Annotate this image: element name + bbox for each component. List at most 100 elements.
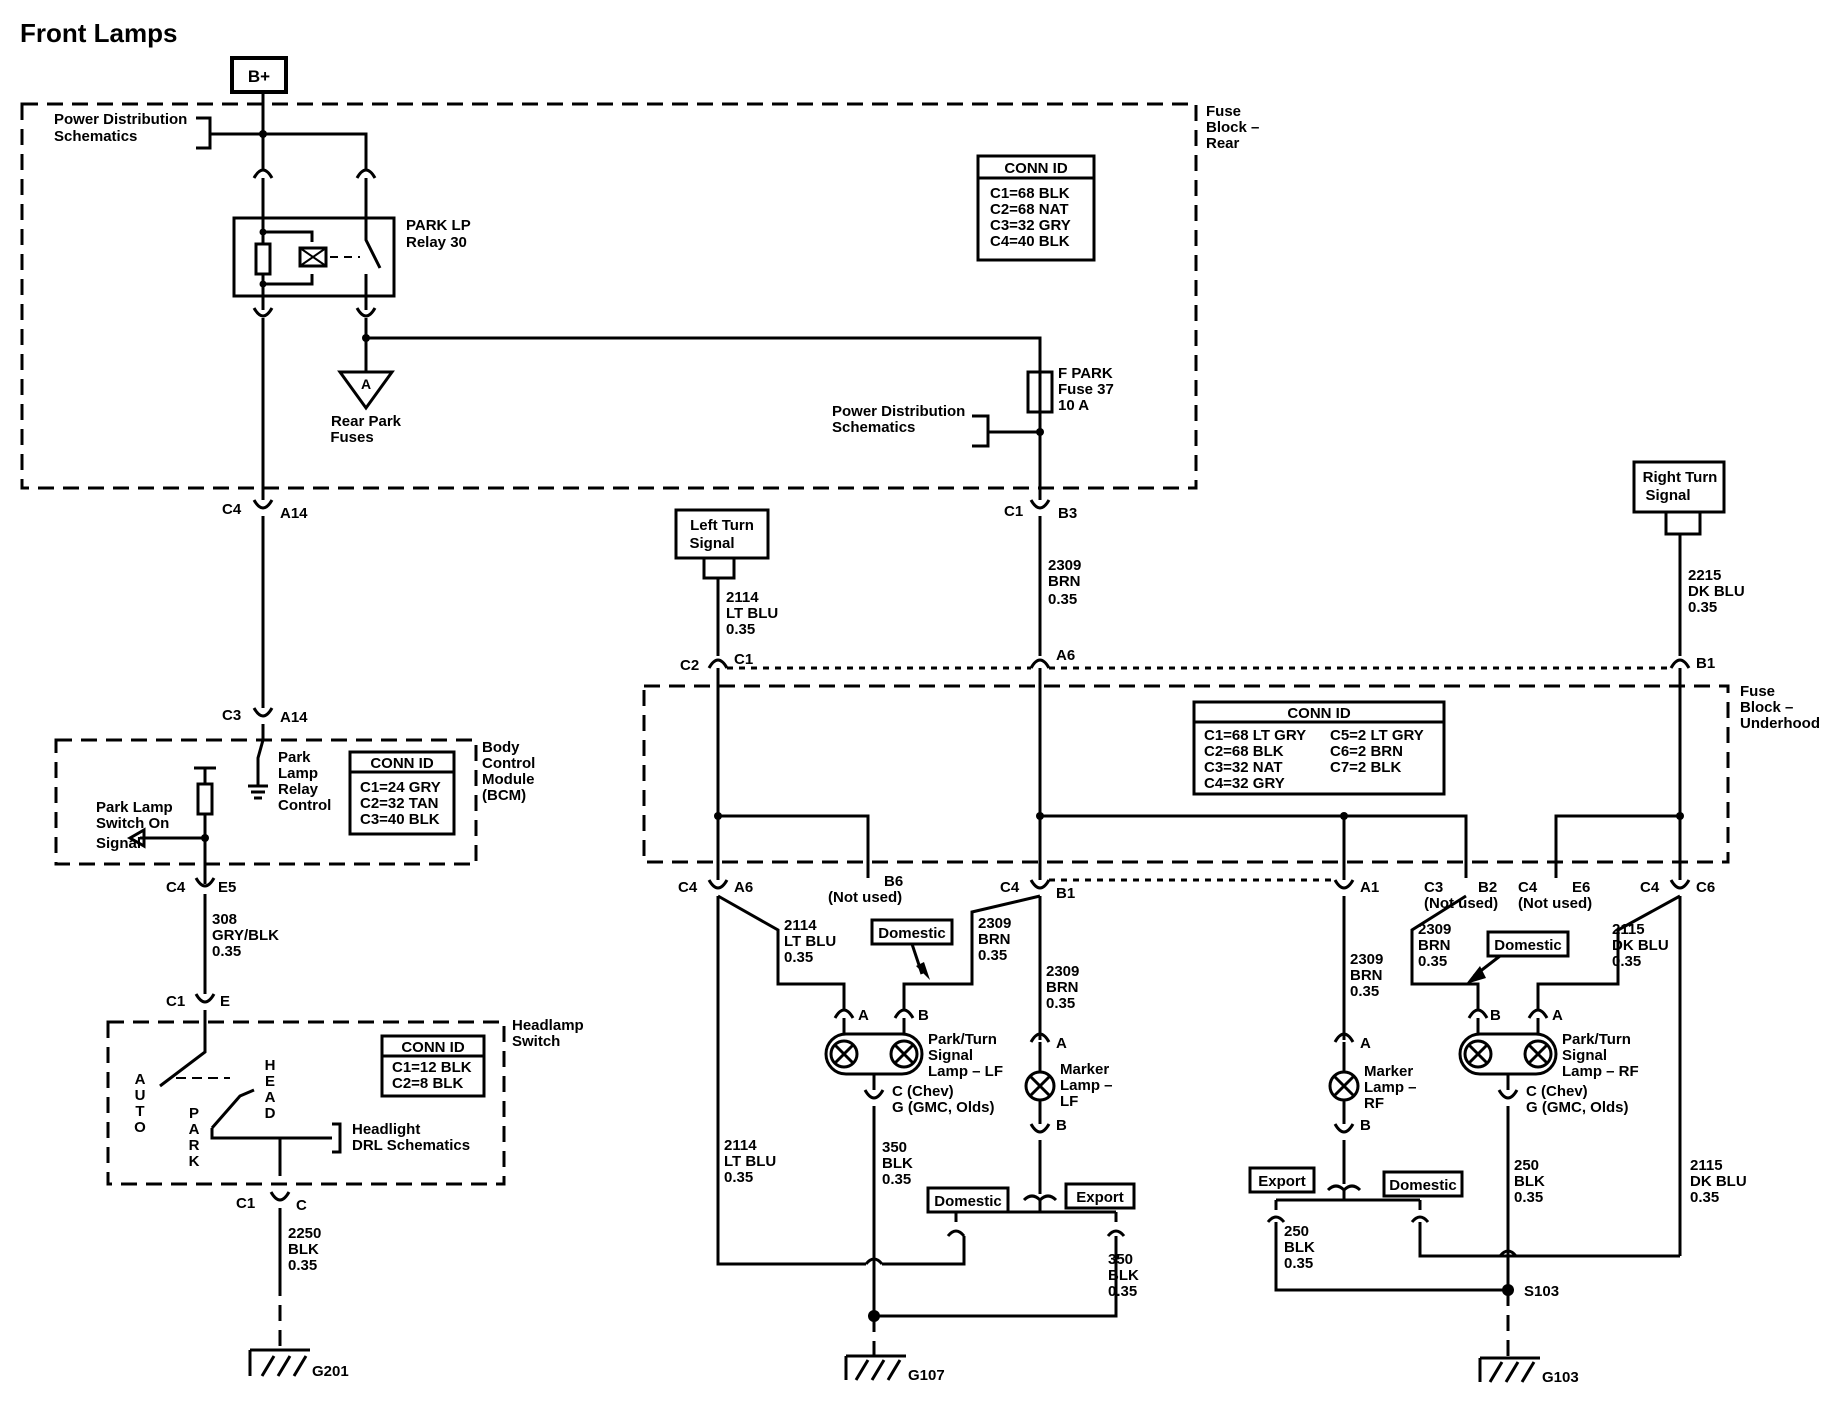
wire-350-a-line: 350	[882, 1139, 907, 1156]
rear-park-fuses-letter: A	[361, 376, 371, 392]
wire-350-b-line: BLK	[1108, 1267, 1139, 1284]
fuse-block-underhood-label-line: Block –	[1740, 699, 1793, 716]
connector-c4: C4	[166, 879, 186, 896]
ground-g103: G103	[1478, 1356, 1579, 1386]
conn-id-row: C5=2 LT GRY	[1330, 727, 1424, 744]
connector-c: C	[296, 1197, 307, 1214]
bcm-switch-signal-line: Park Lamp	[96, 799, 173, 816]
conn-id-row: C1=68 BLK	[990, 185, 1070, 202]
headlight-drl-ref-line: Headlight	[352, 1121, 420, 1138]
wire-2114-low-line: 2114	[724, 1137, 757, 1154]
wire-2309-marker-rf-line: 2309	[1350, 951, 1383, 968]
connector-c1: C1	[236, 1195, 255, 1212]
wire-2114-top-line: 0.35	[726, 621, 755, 638]
wire-2115-low-line: 0.35	[1690, 1189, 1719, 1206]
bcm-switch-signal-line: Signal	[96, 835, 141, 852]
wire-2309-rf-line: BRN	[1418, 937, 1451, 954]
wire-2250-line: BLK	[288, 1241, 319, 1258]
ground-g201-label: G201	[312, 1363, 349, 1380]
wire-2115-low-line: DK BLU	[1690, 1173, 1747, 1190]
wire-2115-low: 2115 DK BLU 0.35	[1690, 1157, 1747, 1206]
power-distribution-ref-2-line: Power Distribution	[832, 403, 965, 420]
connector-c1: C1	[734, 651, 753, 668]
option-domestic-label: Domestic	[878, 925, 946, 942]
headlamp-switch-label-line: Headlamp	[512, 1017, 584, 1034]
headlight-drl-ref: Headlight DRL Schematics	[352, 1121, 470, 1154]
option-domestic-label: Domestic	[934, 1193, 1002, 1210]
wire-2115-low-line: 2115	[1690, 1157, 1723, 1174]
fuse-block-rear-label-line: Block –	[1206, 119, 1259, 136]
battery-source: B+	[230, 56, 288, 94]
bcm-relay-control-line: Lamp	[278, 765, 318, 782]
right-turn-signal-line: Right Turn	[1643, 469, 1718, 486]
wire-2114-low: 2114 LT BLU 0.35	[724, 1137, 776, 1186]
wire-250-b-line: 250	[1514, 1157, 1539, 1174]
head-letter: D	[265, 1105, 276, 1122]
conn-id-row: C1=68 LT GRY	[1204, 727, 1306, 744]
f-park-fuse-label: F PARK Fuse 37 10 A	[1058, 365, 1114, 414]
auto-letter: T	[135, 1103, 144, 1120]
head-letter: A	[265, 1089, 276, 1106]
f-park-fuse-label-line: 10 A	[1058, 397, 1089, 414]
wire-2309-top-line: BRN	[1048, 573, 1081, 590]
wire-2309-rf-line: 2309	[1418, 921, 1451, 938]
lamp-label-line: Park/Turn	[928, 1031, 997, 1048]
wire-2309-lf: 2309 BRN 0.35	[978, 915, 1011, 964]
conn-id-title: CONN ID	[1287, 705, 1351, 722]
connector-c2: C2	[680, 657, 699, 674]
option-export-label: Export	[1258, 1173, 1306, 1190]
wire-2114-mid-line: LT BLU	[784, 933, 836, 950]
ground-g103-label: G103	[1542, 1369, 1579, 1386]
fuse-block-rear-label: Fuse Block – Rear	[1206, 103, 1259, 152]
wire-2309-lf-line: BRN	[978, 931, 1011, 948]
fuse-block-underhood-label-line: Underhood	[1740, 715, 1820, 732]
wire-250-b-line: BLK	[1514, 1173, 1545, 1190]
bcm-label-line: Body	[482, 739, 520, 756]
wire-2115-mid-line: DK BLU	[1612, 937, 1669, 954]
wire-2114-top-line: LT BLU	[726, 605, 778, 622]
connector-b6: B6	[884, 873, 903, 890]
headlamp-switch-park: P A R K	[189, 1105, 200, 1170]
bcm-relay-control: Park Lamp Relay Control	[278, 749, 331, 814]
park-turn-lamp-rf	[1458, 1032, 1558, 1076]
conn-id-row: C2=68 NAT	[990, 201, 1069, 218]
bcm-label-line: Control	[482, 755, 535, 772]
auto-letter: U	[135, 1087, 146, 1104]
wire-2215-line: 2215	[1688, 567, 1721, 584]
conn-id-title: CONN ID	[1004, 160, 1068, 177]
connector-c4: C4	[1640, 879, 1660, 896]
option-export-2: Export	[1248, 1166, 1316, 1194]
right-turn-signal-box: Right Turn Signal	[1632, 460, 1726, 514]
wire-308: 308 GRY/BLK 0.35	[212, 911, 279, 960]
battery-source-label: B+	[248, 67, 270, 86]
conn-id-row: C2=68 BLK	[1204, 743, 1284, 760]
lamp-pin-b: B	[1360, 1117, 1371, 1134]
wire-308-line: 308	[212, 911, 237, 928]
conn-id-row: C3=40 BLK	[360, 811, 440, 828]
headlamp-switch-head: H E A D	[265, 1057, 276, 1122]
ground-g201: G201	[248, 1348, 349, 1380]
fuse-block-rear-label-line: Rear	[1206, 135, 1240, 152]
fuse-block-underhood-label: Fuse Block – Underhood	[1740, 683, 1820, 732]
head-letter: E	[265, 1073, 275, 1090]
conn-id-row: C3=32 NAT	[1204, 759, 1283, 776]
power-distribution-ref-2-line: Schematics	[832, 419, 915, 436]
lamp-label-line: LF	[1060, 1093, 1078, 1110]
auto-letter: O	[134, 1119, 146, 1136]
park-letter: A	[189, 1121, 200, 1138]
wire-350-a-line: BLK	[882, 1155, 913, 1172]
park-lp-relay-label-line: Relay 30	[406, 234, 467, 251]
connector-c1: C1	[166, 993, 185, 1010]
wire-2309-marker-lf: 2309 BRN 0.35	[1046, 963, 1079, 1012]
park-turn-lamp-lf	[824, 1032, 924, 1076]
fuse-block-rear-frame	[20, 102, 1198, 490]
left-turn-signal-line: Signal	[689, 535, 734, 552]
bcm-relay-control-line: Park	[278, 749, 311, 766]
option-domestic-3: Domestic	[1382, 1170, 1464, 1198]
power-distribution-ref-2: Power Distribution Schematics	[832, 403, 965, 436]
wire-2309-rf-line: 0.35	[1418, 953, 1447, 970]
lamp-label-line: Marker	[1364, 1063, 1413, 1080]
fuse-block-underhood-label-line: Fuse	[1740, 683, 1775, 700]
wire-2114-mid-line: 2114	[784, 917, 817, 934]
headlamp-switch-auto: A U T O	[134, 1071, 146, 1136]
